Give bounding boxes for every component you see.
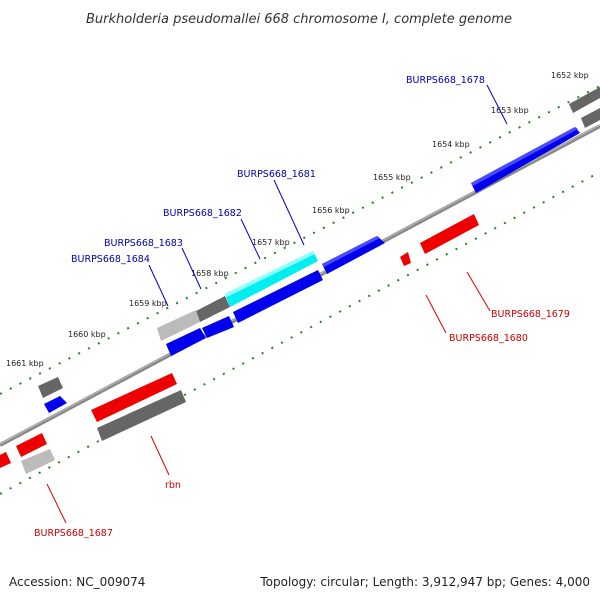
gene-arrow-burps668-1679[interactable] [420,214,479,254]
tick-tracks [0,85,600,495]
gene-block-1683-1684[interactable] [196,296,230,322]
gene-label-burps668-1683[interactable]: BURPS668_1683 [104,238,183,249]
leader-rbn [150,435,170,476]
gene-arrow-burps668-1681[interactable] [322,236,385,274]
leader-burps668-1679 [466,271,491,312]
gene-block-1661[interactable] [38,377,63,398]
kbp-label-1658: 1658 kbp [191,269,229,278]
gene-arrow-burps668-1687-neighbor[interactable] [16,433,47,457]
outer-tick-track [0,85,600,395]
kbp-label-1657: 1657 kbp [252,238,290,247]
gene-block-1677[interactable] [569,87,600,113]
gene-label-burps668-1682[interactable]: BURPS668_1682 [163,208,242,219]
gene-arrow-burps668-1682[interactable] [225,251,318,307]
gene-arrow-forward-lower-3[interactable] [166,328,206,356]
kbp-label-1661: 1661 kbp [6,359,44,368]
kbp-label-1660: 1660 kbp [68,330,106,339]
gene-block-1677b[interactable] [581,108,600,128]
gene-label-burps668-1680[interactable]: BURPS668_1680 [449,333,528,344]
leader-burps668-1687 [46,483,67,524]
map-title: Burkholderia pseudomallei 668 chromosome… [86,12,512,27]
gene-label-rbn[interactable]: rbn [165,480,181,491]
gene-arrow-rbn[interactable] [91,373,177,422]
gene-block-burps668-1687[interactable] [21,449,55,474]
accession-text: Accession: NC_009074 [9,575,145,589]
forward-strand-genes [38,87,600,413]
leader-burps668-1682 [240,218,261,260]
gene-arrow-forward-lower-1[interactable] [233,270,323,323]
leader-burps668-1680 [425,294,447,334]
gene-label-burps668-1687[interactable]: BURPS668_1687 [34,528,113,539]
gene-arrow-burps668-1682-top [225,251,315,297]
leader-burps668-1683 [181,247,202,290]
kbp-label-1654: 1654 kbp [432,140,470,149]
gene-arrow-burps668-1681-top [322,236,380,267]
kbp-label-1652: 1652 kbp [551,71,589,80]
gene-block-rbn-adjacent[interactable] [97,390,186,441]
gene-block-1684-pseudo[interactable] [157,310,200,341]
gene-label-burps668-1678[interactable]: BURPS668_1678 [406,75,485,86]
kbp-label-1653: 1653 kbp [491,106,529,115]
kbp-label-1656: 1656 kbp [312,206,350,215]
gene-labels: BURPS668_1678 BURPS668_1681 BURPS668_168… [34,75,570,539]
gene-label-burps668-1684[interactable]: BURPS668_1684 [71,254,150,265]
gene-label-burps668-1681[interactable]: BURPS668_1681 [237,169,316,180]
gene-arrow-burps668-1678[interactable] [471,127,580,193]
kbp-label-1659: 1659 kbp [129,299,167,308]
gene-label-leaders [46,84,508,524]
kbp-tick-labels: 1652 kbp 1653 kbp 1654 kbp 1655 kbp 1656… [6,71,589,368]
leader-burps668-1681 [273,179,305,246]
gene-label-burps668-1679[interactable]: BURPS668_1679 [491,309,570,320]
kbp-label-1655: 1655 kbp [373,173,411,182]
reverse-strand-genes [0,214,479,474]
gene-arrow-burps668-1678-top [471,127,578,186]
gene-arrow-burps668-1680[interactable] [400,252,411,266]
leader-burps668-1678 [486,84,508,125]
gene-arrow-left-edge[interactable] [0,452,11,468]
gene-arrow-forward-lower-2[interactable] [202,316,234,338]
genome-summary-text: Topology: circular; Length: 3,912,947 bp… [259,575,590,589]
gene-arrow-1661-forward[interactable] [44,396,67,413]
leader-burps668-1684 [148,264,169,307]
